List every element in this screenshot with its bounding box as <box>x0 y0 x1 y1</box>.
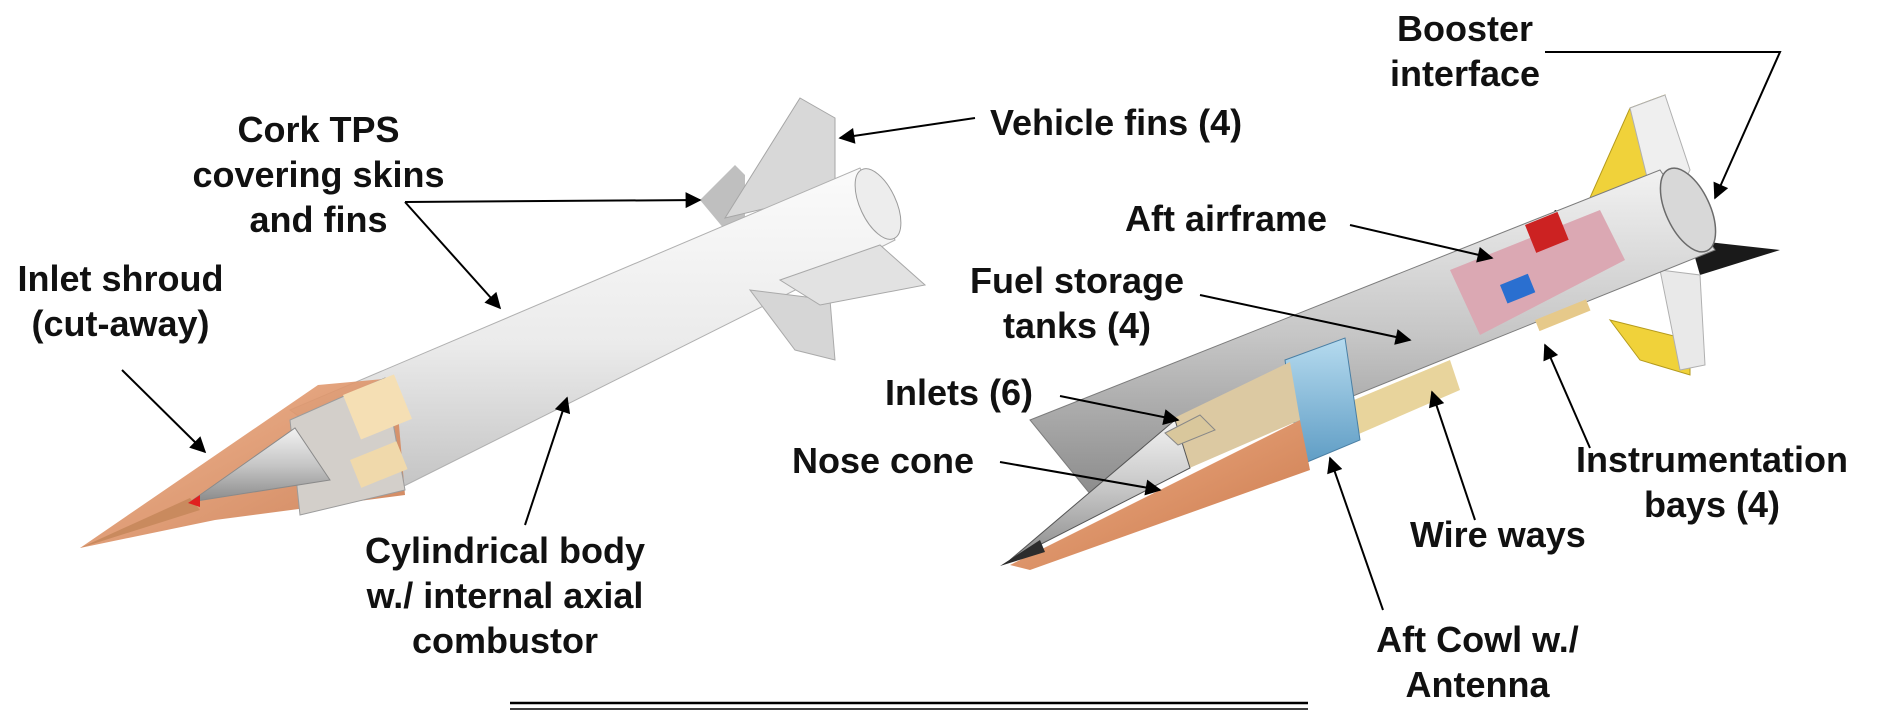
label-aft-airframe: Aft airframe <box>1125 196 1327 241</box>
label-cork-tps: Cork TPS covering skins and fins <box>186 107 451 242</box>
leader-instrumentation <box>1545 345 1590 448</box>
label-inlet-shroud: Inlet shroud (cut-away) <box>8 256 233 346</box>
label-aft-cowl: Aft Cowl w./ Antenna <box>1345 617 1610 707</box>
label-fuel-storage: Fuel storage tanks (4) <box>952 258 1202 348</box>
label-vehicle-fins: Vehicle fins (4) <box>990 100 1242 145</box>
label-instrumentation-bays: Instrumentation bays (4) <box>1562 437 1862 527</box>
label-wire-ways: Wire ways <box>1410 512 1586 557</box>
label-nose-cone: Nose cone <box>792 438 974 483</box>
leader-inlet-shroud <box>122 370 205 452</box>
label-booster-interface: Booster interface <box>1340 6 1590 96</box>
leader-vehicle-fins <box>840 118 975 138</box>
leader-aft-cowl <box>1330 458 1383 610</box>
leader-aft-airframe <box>1350 225 1492 258</box>
label-cylindrical-body: Cylindrical body w./ internal axial comb… <box>345 528 665 663</box>
leader-wire-ways <box>1432 392 1475 520</box>
label-inlets: Inlets (6) <box>885 370 1033 415</box>
